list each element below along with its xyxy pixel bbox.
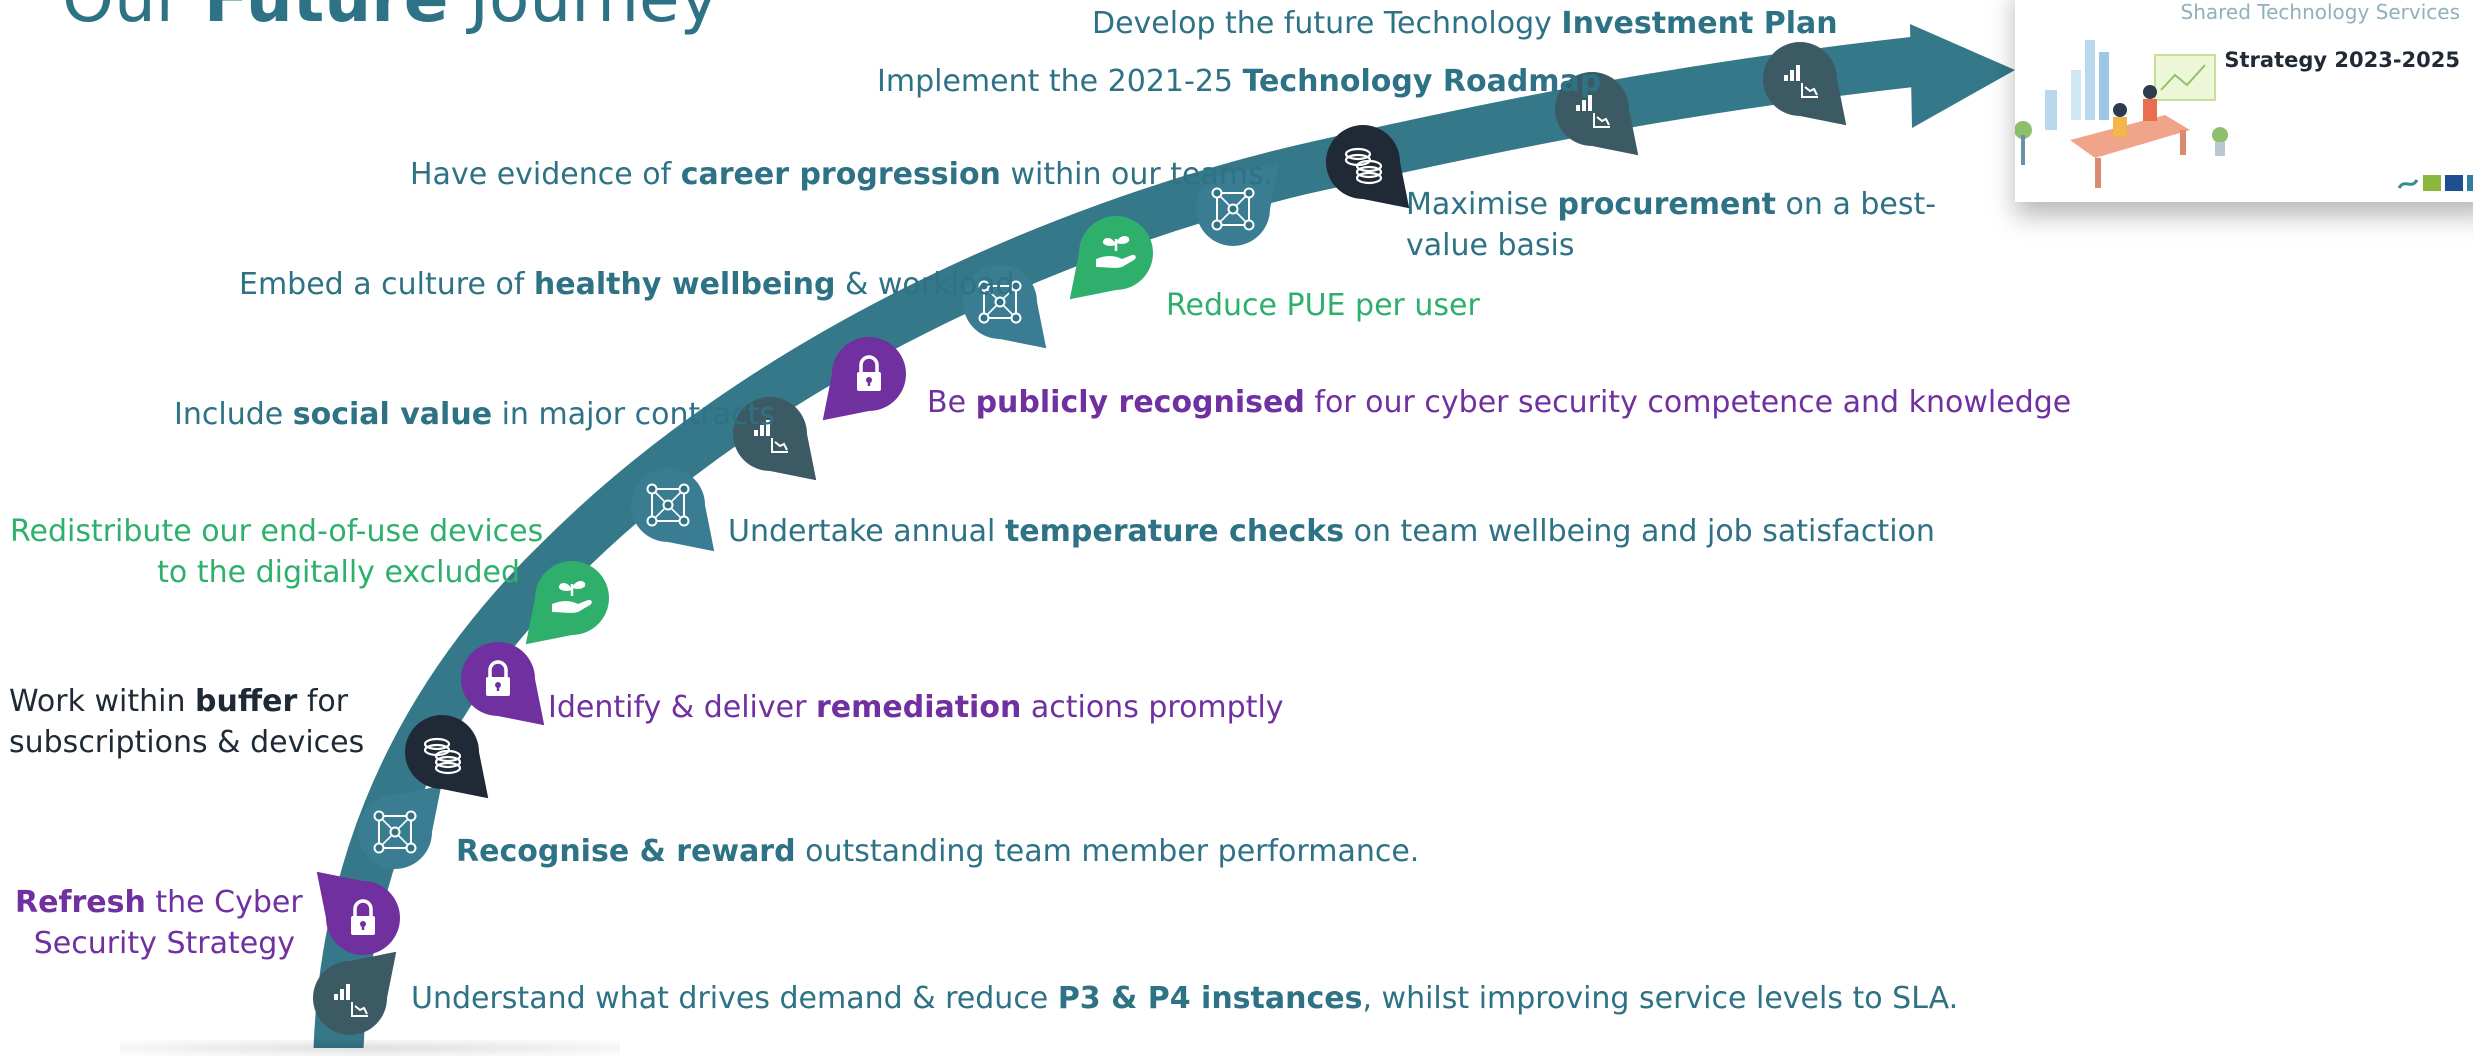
- office-illustration-icon: [2015, 40, 2228, 188]
- milestone-8-marker: [822, 337, 906, 421]
- milestone-7-label: Include social value in major contracts: [174, 397, 775, 432]
- milestone-6-marker: [631, 468, 715, 552]
- milestone-10-marker: [1069, 216, 1153, 300]
- milestone-13-label: Implement the 2021-25 Technology Roadmap: [877, 64, 1602, 99]
- card-strategy-title: Strategy 2023-2025: [2224, 48, 2460, 72]
- milestone-11-label: Have evidence of career progression with…: [410, 157, 1274, 192]
- milestone-11-marker: [1196, 162, 1280, 246]
- milestone-9-marker: [963, 265, 1047, 349]
- milestone-0-label: Understand what drives demand & reduce P…: [411, 981, 1959, 1016]
- partner-logos-icon: [2397, 175, 2473, 191]
- milestone-1-marker: [316, 871, 400, 955]
- milestone-5-marker: [525, 561, 609, 645]
- milestone-7-marker: [733, 397, 817, 481]
- milestone-2-label: Recognise & reward outstanding team memb…: [456, 834, 1420, 869]
- card-subtitle: Shared Technology Services: [2180, 0, 2461, 24]
- milestone-3-marker: [405, 715, 489, 799]
- milestone-12-label: Maximise procurement on a best-value bas…: [1406, 187, 1937, 263]
- milestone-10-label: Reduce PUE per user: [1166, 288, 1480, 323]
- milestone-4-marker: [461, 642, 545, 726]
- milestone-0-marker: [313, 951, 397, 1035]
- milestone-2-marker: [358, 785, 442, 869]
- milestone-14-marker: [1763, 42, 1847, 126]
- strategy-document-thumbnail[interactable]: Shared Technology Services Strategy 2023…: [2015, 0, 2473, 202]
- milestone-9-label: Embed a culture of healthy wellbeing & w…: [239, 267, 1015, 302]
- milestone-13-marker: [1555, 72, 1639, 156]
- milestone-8-label: Be publicly recognised for our cyber sec…: [927, 385, 2072, 420]
- milestone-14-label: Develop the future Technology Investment…: [1092, 6, 1838, 41]
- milestone-4-label: Identify & deliver remediation actions p…: [548, 690, 1284, 725]
- bottom-shadow: [120, 1040, 620, 1056]
- milestone-12-marker: [1326, 125, 1410, 209]
- page-title: Our Future Journey: [62, 0, 719, 32]
- milestone-6-label: Undertake annual temperature checks on t…: [728, 514, 1935, 549]
